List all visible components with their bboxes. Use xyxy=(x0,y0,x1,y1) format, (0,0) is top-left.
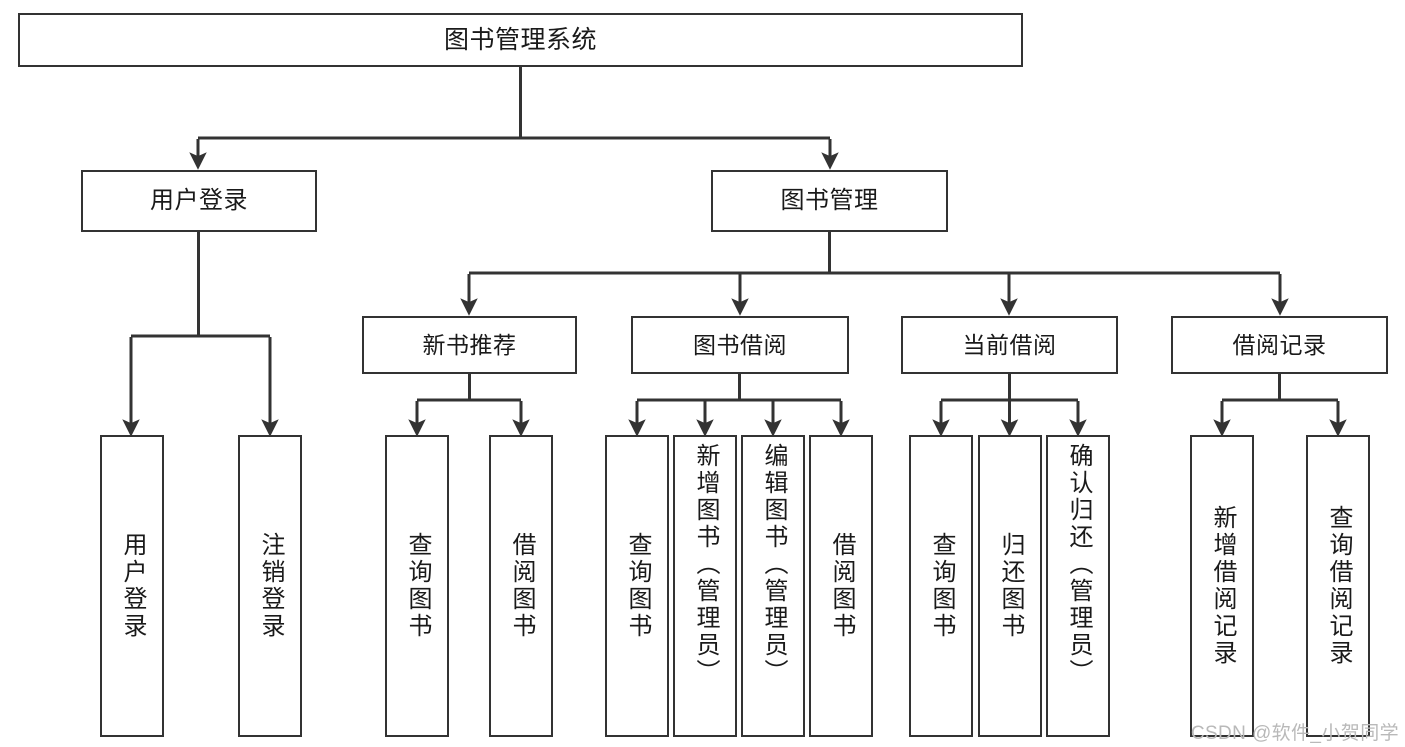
node-label: 新书推荐 xyxy=(422,331,517,358)
node-label: 注销登录 xyxy=(257,532,284,640)
leaf-query-book-borrow[interactable]: 查询图书 xyxy=(605,435,669,737)
leaf-confirm-return-admin[interactable]: 确认归还（管理员） xyxy=(1046,435,1110,737)
csdn-watermark: CSDN @软件_小贺同学 xyxy=(1190,723,1399,744)
node-label: 查询图书 xyxy=(624,532,651,640)
node-label: 借阅图书 xyxy=(828,532,855,640)
node-label: 归还图书 xyxy=(997,532,1024,640)
leaf-borrow-book[interactable]: 借阅图书 xyxy=(809,435,873,737)
node-book-management[interactable]: 图书管理 xyxy=(711,170,948,232)
node-label: 确认归还（管理员） xyxy=(1065,443,1092,686)
node-label: 查询图书 xyxy=(928,532,955,640)
leaf-add-borrow-record[interactable]: 新增借阅记录 xyxy=(1190,435,1254,737)
node-new-book-recommend[interactable]: 新书推荐 xyxy=(362,316,577,374)
leaf-return-book[interactable]: 归还图书 xyxy=(978,435,1042,737)
leaf-user-login[interactable]: 用户登录 xyxy=(100,435,164,737)
node-book-borrow[interactable]: 图书借阅 xyxy=(631,316,849,374)
node-label: 新增图书（管理员） xyxy=(692,443,719,686)
node-current-borrow[interactable]: 当前借阅 xyxy=(901,316,1118,374)
node-label: 借阅图书 xyxy=(508,532,535,640)
node-label: 借阅记录 xyxy=(1232,331,1327,358)
leaf-query-borrow-record[interactable]: 查询借阅记录 xyxy=(1306,435,1370,737)
node-label: 图书管理 xyxy=(780,187,879,215)
node-book-management-system[interactable]: 图书管理系统 xyxy=(18,13,1023,67)
node-label: 当前借阅 xyxy=(962,331,1057,358)
node-label: 图书借阅 xyxy=(693,331,787,358)
node-user-login[interactable]: 用户登录 xyxy=(81,170,317,232)
leaf-query-book-current[interactable]: 查询图书 xyxy=(909,435,973,737)
leaf-edit-book-admin[interactable]: 编辑图书（管理员） xyxy=(741,435,805,737)
leaf-add-book-admin[interactable]: 新增图书（管理员） xyxy=(673,435,737,737)
node-label: 编辑图书（管理员） xyxy=(760,443,787,686)
node-label: 查询借阅记录 xyxy=(1325,505,1352,667)
leaf-borrow-book-recommend[interactable]: 借阅图书 xyxy=(489,435,553,737)
leaf-query-book-recommend[interactable]: 查询图书 xyxy=(385,435,449,737)
node-label: 新增借阅记录 xyxy=(1209,505,1236,667)
node-label: 用户登录 xyxy=(150,187,248,215)
node-label: 图书管理系统 xyxy=(443,25,597,54)
node-label: 用户登录 xyxy=(119,532,146,640)
node-borrow-record[interactable]: 借阅记录 xyxy=(1171,316,1388,374)
leaf-logout-login[interactable]: 注销登录 xyxy=(238,435,302,737)
node-label: 查询图书 xyxy=(404,532,431,640)
